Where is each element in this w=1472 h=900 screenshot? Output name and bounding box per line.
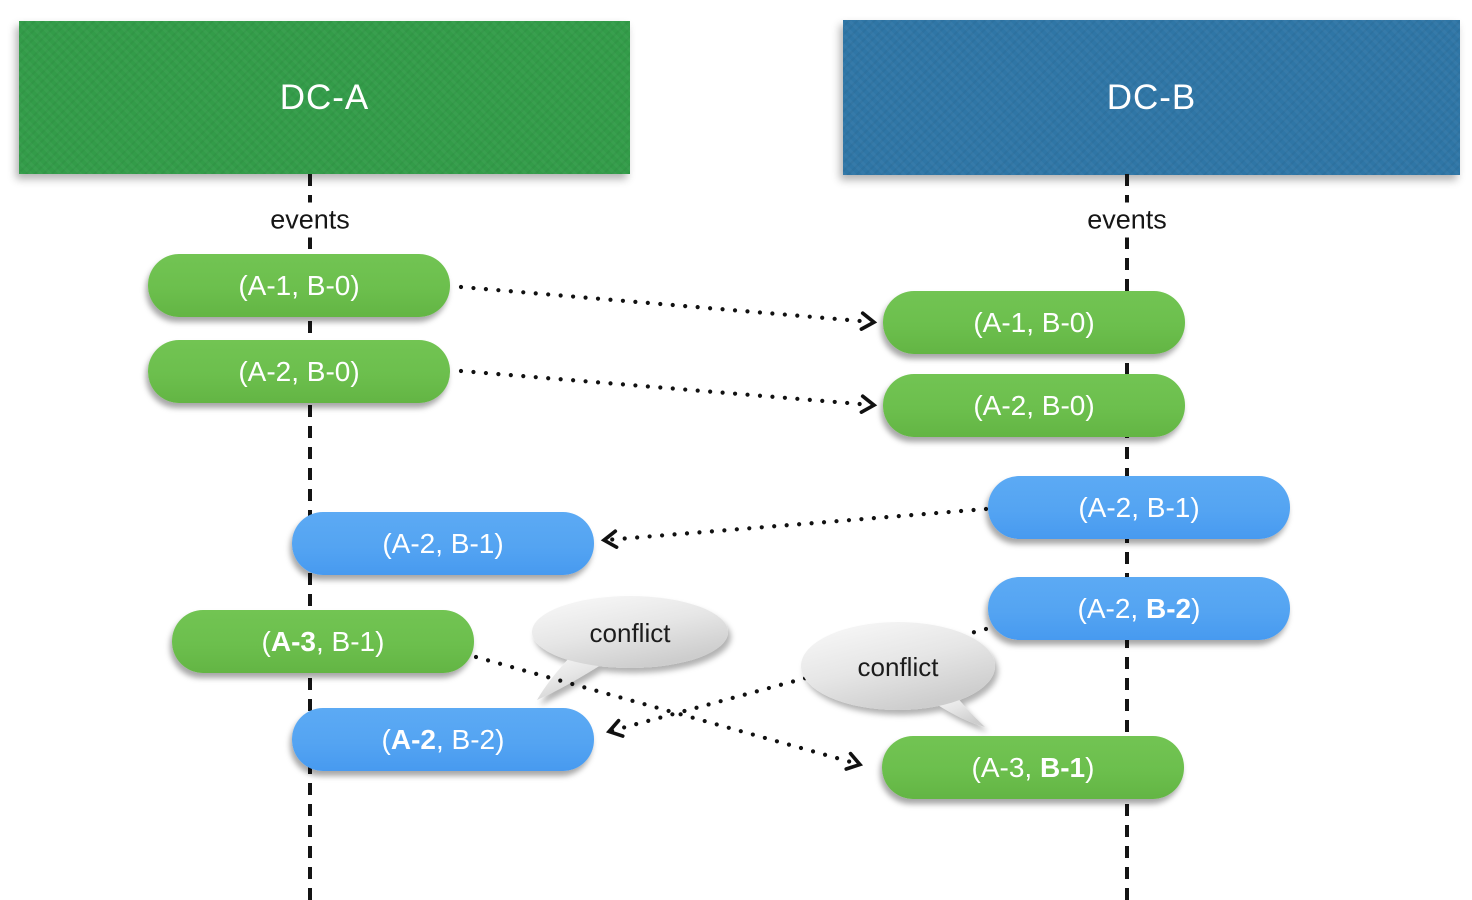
label-part: ) [1191, 592, 1201, 624]
event-pill-label: (A-2, B-2) [382, 724, 505, 756]
event-pill-label: (A-3, B-1) [972, 752, 1095, 784]
conflict-bubble-left: conflict [532, 596, 728, 700]
event-pill-a2b1-left: (A-2, B-1) [292, 512, 594, 575]
replication-arrow-a2b0-to-dcb [458, 368, 878, 414]
events-label-a: events [260, 202, 360, 238]
replication-arrow-a2b2-to-dca [605, 626, 989, 738]
event-pill-label: (A-2, B-0) [973, 389, 1095, 421]
conflict-bubble-right: conflict [801, 622, 995, 727]
datacenter-a-header: DC-A [19, 21, 630, 174]
event-pill-a2b0-right: (A-2, B-0) [883, 374, 1185, 437]
replication-arrow-a2b1-to-dca [600, 506, 989, 549]
label-part-bold: B-1 [1040, 751, 1086, 783]
events-label-b: events [1077, 202, 1177, 238]
event-pill-a1b0-right: (A-1, B-0) [883, 291, 1185, 354]
conflict-label: conflict [858, 652, 940, 682]
label-part: (A-2, [1077, 592, 1146, 624]
event-pill-label: (A-1, B-0) [238, 269, 360, 301]
label-part-bold: A-3 [270, 625, 316, 657]
replication-arrow-a1b0-to-dcb [458, 284, 878, 331]
label-part: ( [381, 723, 391, 755]
event-pill-a3b1-left: (A-3, B-1) [172, 610, 474, 673]
event-pill-label: (A-2, B-1) [382, 527, 504, 559]
bubble-body [801, 622, 995, 710]
label-part: (A-3, [971, 751, 1040, 783]
event-pill-a1b0-left: (A-1, B-0) [148, 254, 450, 317]
event-pill-a2b1-right: (A-2, B-1) [988, 476, 1290, 539]
event-pill-a3b1-right: (A-3, B-1) [882, 736, 1184, 799]
event-pill-label: (A-2, B-1) [1078, 491, 1200, 523]
label-part-bold: A-2 [390, 723, 436, 755]
event-pill-label: (A-1, B-0) [973, 306, 1095, 338]
event-pill-label: (A-2, B-0) [238, 355, 360, 387]
datacenter-b-header: DC-B [843, 20, 1460, 175]
event-pill-a2b2-right: (A-2, B-2) [988, 577, 1290, 640]
bubble-body [532, 596, 728, 668]
conflict-label: conflict [590, 618, 672, 648]
event-pill-a2b2-left: (A-2, B-2) [292, 708, 594, 771]
bubble-tail [930, 692, 985, 727]
label-part: ( [261, 625, 271, 657]
event-pill-label: (A-3, B-1) [262, 626, 385, 658]
label-part-bold: B-2 [1146, 592, 1192, 624]
datacenter-a-title: DC-A [279, 77, 370, 117]
event-pill-a2b0-left: (A-2, B-0) [148, 340, 450, 403]
bubble-tail [537, 654, 607, 700]
label-part: , B-2) [435, 723, 505, 755]
event-pill-label: (A-2, B-2) [1078, 593, 1201, 625]
datacenter-b-title: DC-B [1106, 77, 1197, 117]
label-part: ) [1085, 751, 1095, 783]
label-part: , B-1) [315, 625, 385, 657]
